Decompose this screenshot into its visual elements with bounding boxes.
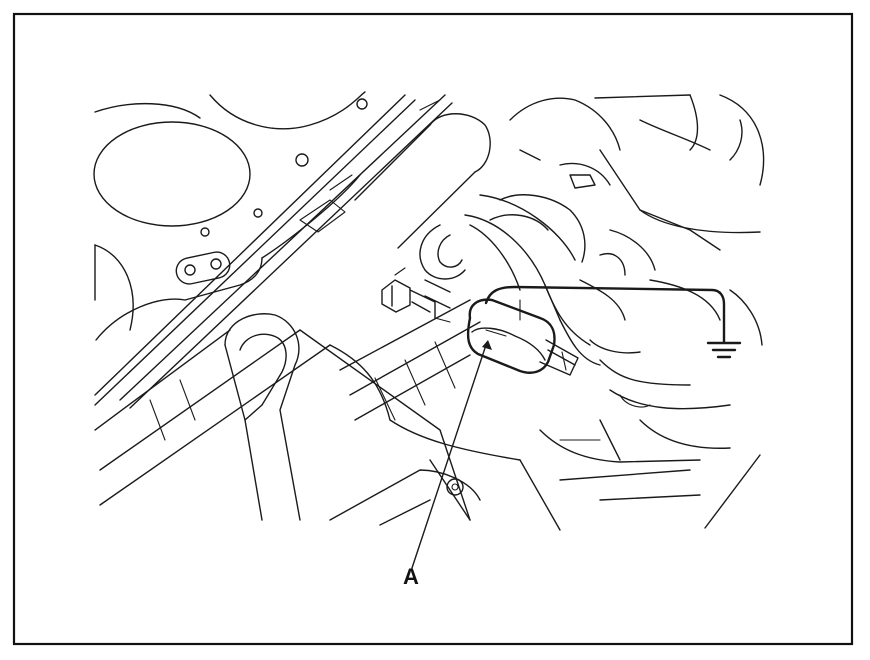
dipstick-handle [224, 313, 301, 521]
callout-a-leader-line [411, 344, 487, 569]
sensor-plug [381, 267, 451, 323]
sensor-connector [466, 298, 579, 376]
transmission-housing [489, 94, 765, 410]
ground-symbol-icon [706, 341, 742, 359]
intake-tube [354, 99, 491, 249]
wiring-harness [419, 194, 601, 366]
engine-lower-body [94, 299, 761, 531]
callout-a-label: A [403, 564, 419, 589]
callout-a: A [403, 344, 487, 589]
ground-test-lead [484, 285, 742, 359]
diagram-frame [12, 12, 854, 646]
cylinder-block [93, 91, 453, 409]
